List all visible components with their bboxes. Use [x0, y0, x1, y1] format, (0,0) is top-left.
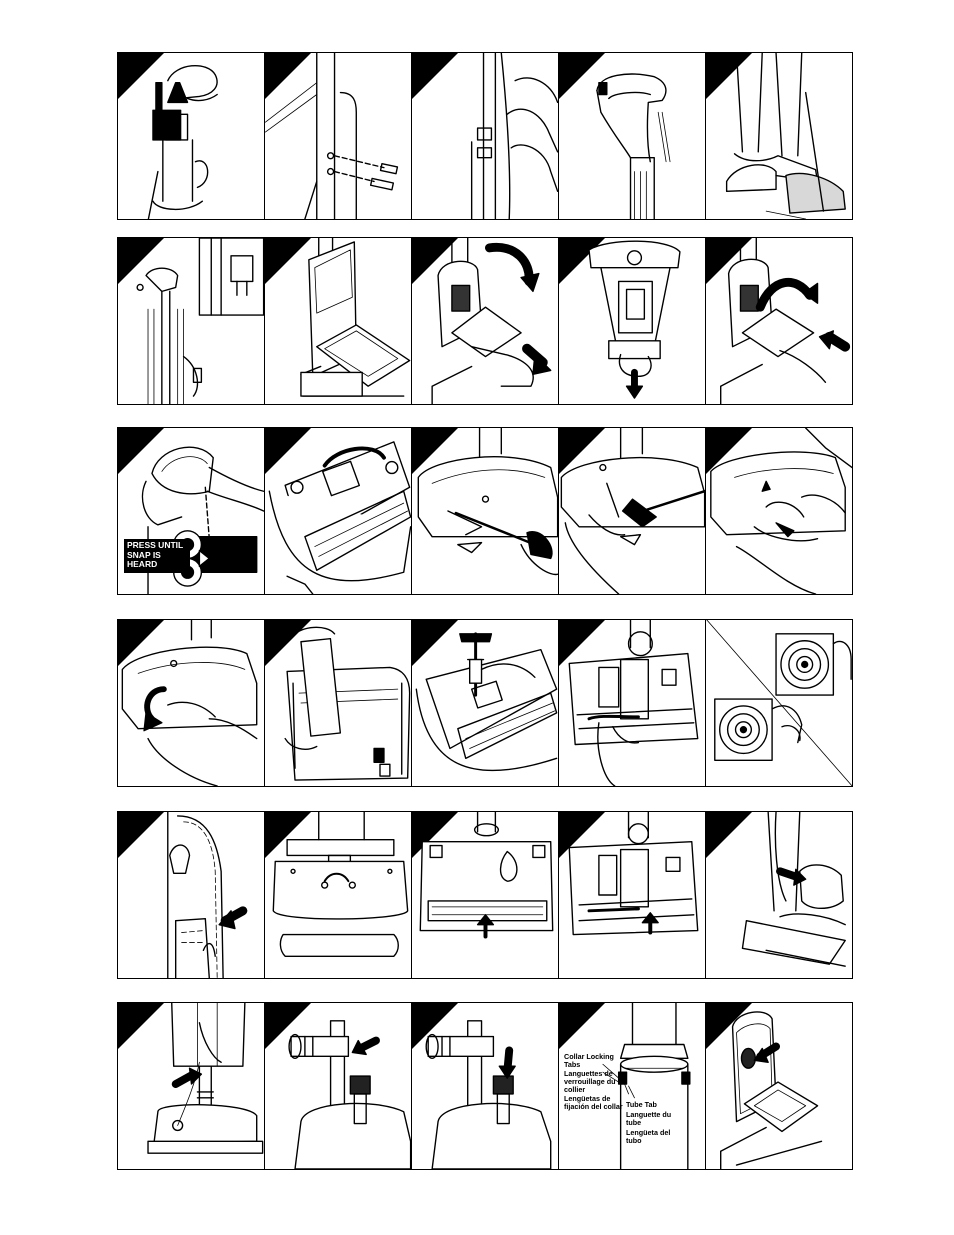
panel-bag-clip	[706, 1003, 853, 1169]
collar-locking-tabs-en: Collar Locking Tabs	[564, 1053, 624, 1069]
panel-lift-handle	[118, 53, 265, 219]
attach-handle-illustration	[412, 53, 558, 219]
illustration-row-6: Collar Locking Tabs Languettes de verrou…	[117, 1002, 853, 1170]
panel-attach-handle	[412, 53, 559, 219]
bag-lever-close-illustration	[706, 238, 853, 404]
panel-hood-remove	[118, 620, 265, 786]
lift-handle-illustration	[118, 53, 264, 219]
collar-locking-tabs-es: Lengüetas de fijación del collar	[564, 1095, 624, 1111]
bag-slide-out-illustration	[559, 238, 705, 404]
panel-collar-tabs: Collar Locking Tabs Languettes de verrou…	[559, 1003, 706, 1169]
collar-locking-tabs-fr: Languettes de verrouillage du collier	[564, 1070, 624, 1094]
panel-bag-housing	[265, 238, 412, 404]
hood-release-illustration	[706, 428, 853, 594]
illustration-row-5	[117, 811, 853, 979]
panel-belt-card	[265, 620, 412, 786]
tube-lock-illustration	[412, 1003, 558, 1169]
cord-wrap-illustration	[118, 238, 264, 404]
belt-install-illustration	[412, 812, 558, 978]
panel-tube-collar	[265, 1003, 412, 1169]
panel-handle-top	[559, 53, 706, 219]
handle-screws-illustration	[265, 53, 411, 219]
illustration-row-2	[117, 237, 853, 405]
panel-belt-install	[412, 812, 559, 978]
handle-groove-illustration	[118, 812, 264, 978]
panel-tube-lock	[412, 1003, 559, 1169]
panel-base-top-view	[265, 812, 412, 978]
panel-bag-lever-close	[706, 238, 853, 404]
panel-press-snap: PRESS UNTIL SNAP IS HEARD	[118, 428, 265, 594]
screwdriver-side-illustration	[559, 428, 705, 594]
handle-top-illustration	[559, 53, 705, 219]
illustration-row-3: PRESS UNTIL SNAP IS HEARD	[117, 427, 853, 595]
belt-motor-illustration	[559, 620, 705, 786]
panel-hood-release	[706, 428, 853, 594]
tube-collar-illustration	[265, 1003, 411, 1169]
press-until-snap-callout: PRESS UNTIL SNAP IS HEARD	[124, 539, 190, 573]
panel-underside-brush	[265, 428, 412, 594]
tube-insert-illustration	[118, 1003, 264, 1169]
panel-handle-groove	[118, 812, 265, 978]
panel-cord-wrap	[118, 238, 265, 404]
panel-hose-clip	[706, 812, 853, 978]
panel-bag-slide-out	[559, 238, 706, 404]
foot-tilt-illustration	[706, 53, 853, 219]
belt-route-illustration	[559, 812, 705, 978]
illustration-row-4	[117, 619, 853, 787]
panel-belt-motor	[559, 620, 706, 786]
bag-lever-open-illustration	[412, 238, 558, 404]
panel-bag-lever-open	[412, 238, 559, 404]
underside-brush-illustration	[265, 428, 411, 594]
panel-belt-route	[559, 812, 706, 978]
illustration-row-1	[117, 52, 853, 220]
panel-screw-removal	[412, 620, 559, 786]
screwdriver-front-illustration	[412, 428, 558, 594]
panel-handle-screws	[265, 53, 412, 219]
panel-screwdriver-front	[412, 428, 559, 594]
brush-end-caps-illustration	[706, 620, 853, 786]
tube-tab-fr: Languette du tube	[626, 1111, 678, 1127]
base-top-view-illustration	[265, 812, 411, 978]
tube-tab-label: Tube Tab Languette du tube Lengüeta del …	[626, 1101, 678, 1145]
hose-clip-illustration	[706, 812, 853, 978]
screw-removal-illustration	[412, 620, 558, 786]
panel-tube-insert	[118, 1003, 265, 1169]
hood-remove-illustration	[118, 620, 264, 786]
tube-tab-en: Tube Tab	[626, 1101, 678, 1109]
tube-tab-es: Lengüeta del tubo	[626, 1129, 678, 1145]
panel-foot-tilt	[706, 53, 853, 219]
panel-brush-end-caps	[706, 620, 853, 786]
bag-housing-illustration	[265, 238, 411, 404]
bag-clip-illustration	[706, 1003, 853, 1169]
panel-screwdriver-side	[559, 428, 706, 594]
collar-locking-tabs-label: Collar Locking Tabs Languettes de verrou…	[564, 1053, 624, 1111]
belt-card-illustration	[265, 620, 411, 786]
